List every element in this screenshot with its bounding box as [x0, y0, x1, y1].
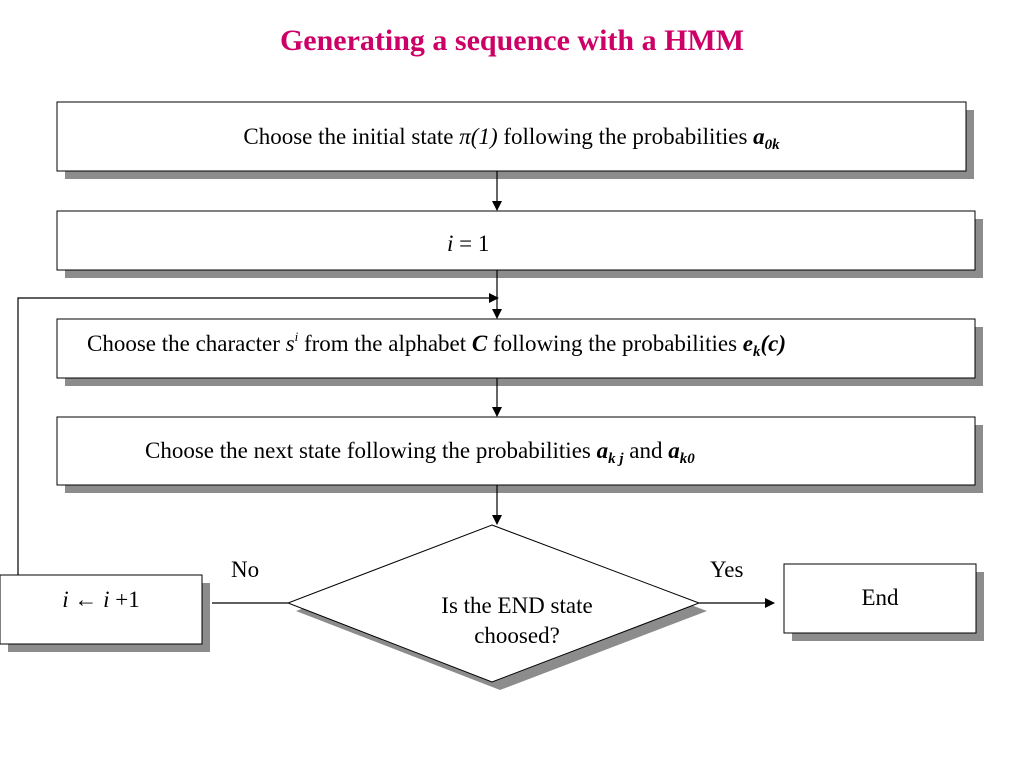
increment-i2: i: [103, 587, 110, 612]
increment-rest: +1: [109, 587, 140, 612]
decision-line2: choosed?: [474, 623, 560, 648]
step3-e: e: [742, 331, 753, 356]
step4-and: and: [623, 438, 669, 463]
decision-text: Is the END state choosed?: [392, 592, 642, 650]
step4-a: a: [596, 438, 609, 463]
increment-arrow: ←: [68, 587, 104, 612]
step3-s-sup: i: [294, 329, 299, 344]
step1-state-index: (1): [470, 124, 498, 149]
step3-e-sub: k: [752, 344, 761, 360]
loop-back-arrow: [17, 293, 499, 575]
step1-a: a: [753, 124, 765, 149]
step1-a-sub: 0k: [764, 137, 780, 153]
step3-C: C: [471, 331, 488, 356]
increment-box: [0, 574, 203, 645]
end-box: [783, 563, 977, 634]
step1-mid: following the probabilities: [497, 124, 754, 149]
step3-mid2: following the probabilities: [487, 331, 743, 356]
step2-i: i: [447, 231, 454, 256]
increment-text: i ← i +1: [0, 586, 202, 614]
step4-box: [56, 416, 976, 486]
step2-box: [56, 210, 976, 271]
increment-i1: i: [62, 587, 69, 612]
step4-a2-sub: k0: [679, 451, 695, 467]
step4-text: Choose the next state following the prob…: [145, 437, 695, 467]
step1-text: Choose the initial state π(1) following …: [57, 123, 966, 153]
decision-diamond: [286, 524, 701, 683]
step2-text: i = 1: [447, 230, 489, 258]
end-text: End: [861, 585, 899, 610]
step3-pre: Choose the character: [87, 331, 286, 356]
step4-a-sub: k j: [608, 451, 624, 467]
step3-box: [56, 318, 976, 379]
step3-mid: from the alphabet: [298, 331, 472, 356]
step3-s: s: [285, 331, 295, 356]
step4-a2: a: [668, 438, 680, 463]
yes-label: Yes: [710, 557, 744, 582]
pi-symbol: π: [459, 124, 471, 149]
step3-text: Choose the character si from the alphabe…: [87, 329, 787, 360]
step4-pre: Choose the next state following the prob…: [145, 438, 597, 463]
slide-title: Generating a sequence with a HMM: [279, 24, 745, 57]
step3-e-arg: (c): [760, 331, 787, 356]
step1-pre: Choose the initial state: [243, 124, 460, 149]
no-label: No: [231, 557, 260, 582]
step2-rest: = 1: [453, 231, 490, 256]
decision-line1: Is the END state: [441, 593, 593, 618]
step1-box: [56, 101, 967, 172]
